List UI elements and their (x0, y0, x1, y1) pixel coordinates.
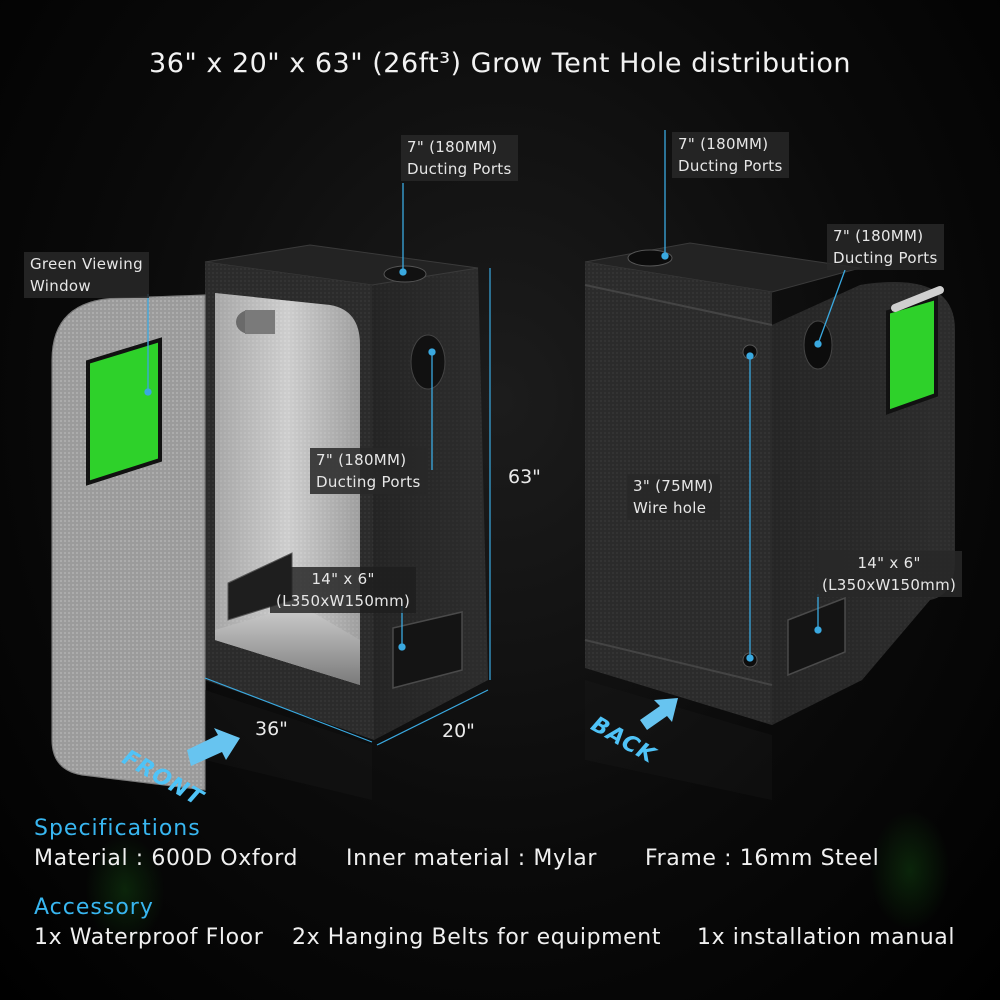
accessory-list: 1x Waterproof Floor 2x Hanging Belts for … (34, 925, 955, 950)
front-arrow-icon (187, 728, 240, 766)
spec-material: Material : 600D Oxford (34, 846, 299, 871)
specifications-heading: Specifications (34, 816, 201, 841)
specifications-list: Material : 600D Oxford Inner material : M… (34, 846, 879, 871)
guide-lines (144, 130, 846, 662)
dimension-height: 63" (508, 466, 541, 488)
dimension-depth: 20" (442, 720, 475, 742)
label-front-side-port: 7" (180MM)Ducting Ports (310, 448, 427, 494)
spec-inner-material: Inner material : Mylar (346, 846, 598, 871)
spec-frame: Frame : 16mm Steel (645, 846, 880, 871)
back-arrow-icon (640, 698, 678, 730)
green-viewing-window (86, 337, 162, 486)
page-title: 36" x 20" x 63" (26ft³) Grow Tent Hole d… (149, 48, 851, 79)
accessory-floor: 1x Waterproof Floor (34, 925, 264, 950)
label-back-side-port: 7" (180MM)Ducting Ports (827, 224, 944, 270)
accessory-belts: 2x Hanging Belts for equipment (292, 925, 662, 950)
front-tent-floor (215, 605, 360, 685)
label-wire-hole: 3" (75MM)Wire hole (627, 474, 720, 520)
dimension-width: 36" (255, 718, 288, 740)
back-side-vent-icon (787, 596, 846, 677)
front-tent (51, 244, 488, 791)
label-back-vent: 14" x 6"(L350xW150mm) (816, 551, 963, 597)
back-top-duct-port-icon (627, 249, 673, 267)
back-green-viewing-window (886, 295, 938, 415)
label-front-vent: 14" x 6"(L350xW150mm) (270, 567, 417, 613)
label-back-top-port: 7" (180MM)Ducting Ports (672, 132, 789, 178)
accessory-manual: 1x installation manual (697, 925, 956, 950)
front-side-duct-port-icon (410, 334, 446, 390)
floor-reflections (85, 680, 950, 945)
dimension-lines (204, 268, 491, 746)
label-front-top-port: 7" (180MM)Ducting Ports (401, 135, 518, 181)
accessory-heading: Accessory (34, 895, 154, 920)
front-side-vent-icon (392, 611, 463, 689)
zipper-handle-icon (891, 286, 944, 312)
